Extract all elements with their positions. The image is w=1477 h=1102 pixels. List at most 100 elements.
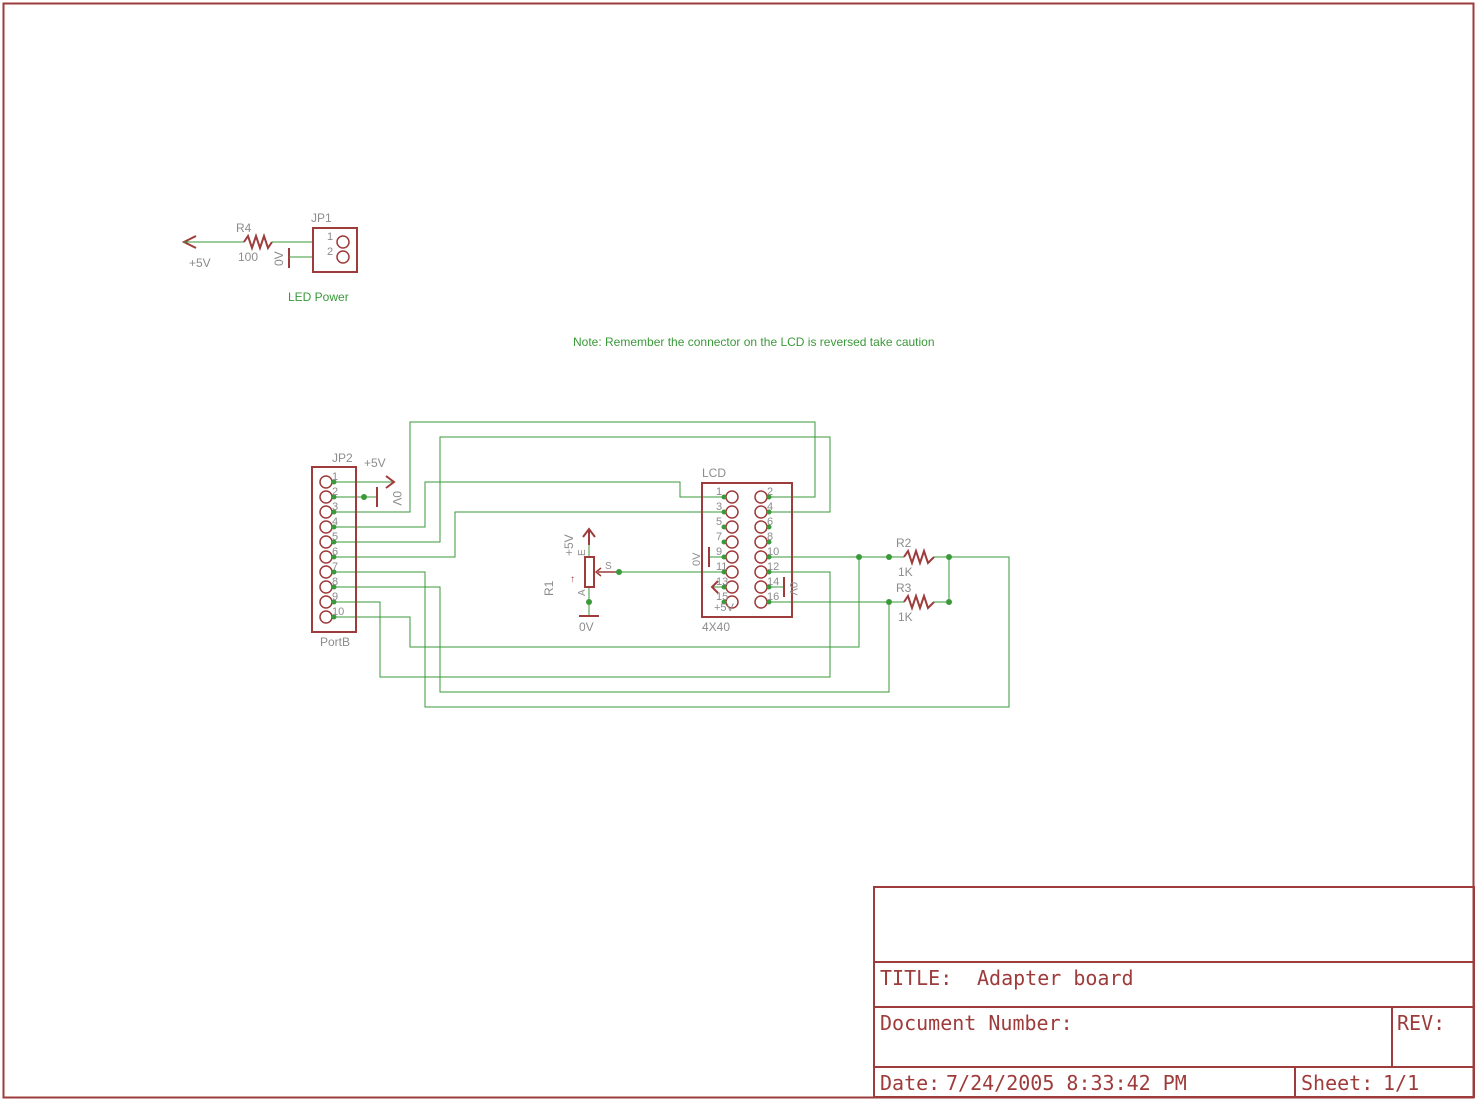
wire-jp2-p3-lcd-p2 [334,421,816,513]
jp2-pin-label: 4 [332,516,338,528]
date-value: 7/24/2005 8:33:42 PM [946,1071,1187,1095]
lcd-pin-label: 12 [767,561,779,573]
lcd-body [701,482,793,618]
lcd-gnd-left-label: 0V [691,552,703,566]
r1-gnd-label: 0V [579,620,594,634]
junction-dot [616,569,622,575]
r1-name: R1 [542,580,556,596]
jp2-caption: PortB [320,635,350,649]
r2-name: R2 [896,536,912,550]
title-block-frame [873,886,1475,1098]
lcd-pin-label: 13 [716,576,728,588]
junction-dot [766,584,772,590]
lcd-pin-label: 14 [767,576,779,588]
junction-dot [331,539,337,545]
jp2-pin [319,520,333,534]
wire-jp2-p10-lcd-p10 [334,557,860,648]
sheet-label: Sheet: [1301,1071,1373,1095]
led-power-caption: LED Power [288,290,349,304]
jp1-pin-1 [336,235,350,249]
jp2-pin [319,610,333,624]
junction-dot [886,599,892,605]
lcd-pin [754,550,768,564]
jp1-pin-2 [336,250,350,264]
title-block: TITLE: Adapter board Document Number: RE… [873,886,1475,1098]
junction-dot [721,509,727,515]
junction-dot [331,479,337,485]
r1-pin-s: S [605,561,612,572]
document-number-label: Document Number: [880,1011,1073,1035]
schematic-note: Note: Remember the connector on the LCD … [573,335,935,349]
jp2-pin [319,580,333,594]
lcd-pin-label: 16 [767,591,779,603]
jp2-pin [319,475,333,489]
wire-jp2-p5-lcd-p4 [334,436,831,543]
wire-jp2-p8-r3 [334,586,890,693]
lcd-pin [725,550,739,564]
junction-dot [721,539,727,545]
lcd-pin [754,580,768,594]
jp2-pin-label: 1 [332,471,338,483]
lcd-pin [725,490,739,504]
jp2-body [311,466,357,633]
lcd-pin-label: 10 [767,546,779,558]
title-value: Adapter board [977,966,1134,990]
jp2-pin [319,550,333,564]
r1-pin-a: A [577,589,588,596]
junction-dot [361,494,367,500]
lcd-supply-left-label: +5V [714,602,735,614]
lcd-pin [725,520,739,534]
wire-junctions [361,494,952,605]
lcd-pin-label: 11 [716,561,727,573]
jp2-pin [319,505,333,519]
jp2-pin-label: 5 [332,531,338,543]
junction-dot [721,494,727,500]
r4-resistor-icon [243,232,273,252]
junction-dot [721,524,727,530]
lcd-pin-label: 7 [716,531,722,543]
jp1-pin-1-label: 1 [327,231,333,243]
wire-r2-r3-bridge [934,556,950,603]
r1-supply-label: +5V [562,534,576,556]
junction-dot [766,509,772,515]
r2-resistor: R2 1K [896,536,935,579]
lcd-pin [754,535,768,549]
jp2-pin-label: 9 [332,591,338,603]
junction-dot [766,554,772,560]
lcd-pin [725,505,739,519]
title-label: TITLE: [880,966,952,990]
junction-dot [856,554,862,560]
lcd-pin-label: 15 [716,591,728,603]
r3-name: R3 [896,581,912,595]
junction-dot [946,599,952,605]
jp1-body [312,227,358,273]
jp2-pin [319,595,333,609]
r2-resistor-icon [903,547,935,567]
r3-value: 1K [898,610,913,624]
lcd-pin [754,565,768,579]
lcd-pin-label: 5 [716,516,722,528]
lcd-pin-label: 2 [767,486,773,498]
lcd-pin [754,490,768,504]
junction-dot [331,614,337,620]
junction-dot [766,599,772,605]
wire-jp2-p9-lcd-p12 [334,571,831,678]
junction-dot [721,599,727,605]
r4-value: 100 [238,250,258,264]
junction-dot [331,554,337,560]
lcd-pin-label: 1 [716,486,722,498]
lcd-pin-label: 9 [716,546,722,558]
junction-dot [331,509,337,515]
jp1-name: JP1 [311,211,332,225]
junction-dot [331,494,337,500]
jp2-name: JP2 [332,451,353,465]
r1-wiper-head [594,567,602,577]
r3-resistor-icon [903,592,935,612]
r1-pin-e: E [577,549,588,556]
r4-name: R4 [236,221,252,235]
junction-dot [886,554,892,560]
